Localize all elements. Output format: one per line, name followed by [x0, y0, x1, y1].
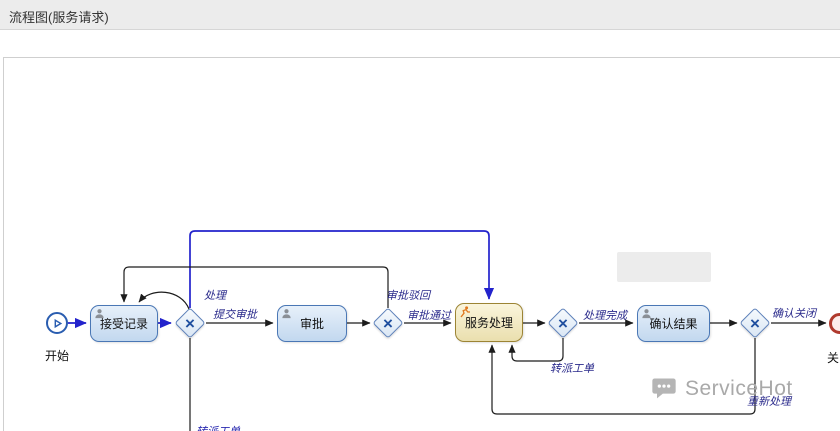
edge-approval-rejected: [120, 266, 389, 308]
task-service-processing[interactable]: 服务处理: [455, 303, 523, 342]
task-confirm-result[interactable]: 确认结果: [637, 305, 710, 342]
edge-gateway1-loop-accept: [138, 291, 190, 310]
diagram-canvas: 开始 关闭 接受记录 审批 服务处理 确认结果 × × × ×: [0, 57, 840, 431]
start-event[interactable]: [46, 312, 68, 334]
edge-label-approval-passed: 审批通过: [407, 310, 451, 322]
edges-layer: [68, 230, 827, 431]
start-event-label: 开始: [44, 349, 69, 363]
edge-label-transfer-ticket: 转派工单: [550, 363, 594, 375]
task-label: 接受记录: [99, 317, 148, 331]
user-icon: [281, 308, 292, 319]
canvas-border-top: [3, 57, 840, 58]
task-label: 服务处理: [464, 316, 513, 330]
task-approve[interactable]: 审批: [277, 305, 347, 342]
exclusive-gateway-icon: ×: [750, 313, 760, 333]
task-accept-record[interactable]: 接受记录: [90, 305, 158, 342]
end-event[interactable]: [829, 313, 840, 334]
exclusive-gateway-icon: ×: [383, 313, 393, 333]
edge-label-process-done: 处理完成: [583, 310, 627, 322]
exclusive-gateway-icon: ×: [185, 313, 195, 333]
edge-label-approval-rejected: 审批驳回: [386, 290, 430, 302]
watermark: ServiceHot: [650, 375, 793, 403]
task-label: 审批: [299, 317, 324, 331]
page-title: 流程图(服务请求): [9, 10, 109, 25]
edge-label-bottom-clipped: 转派工单: [196, 423, 240, 431]
edge-label-submit-approval: 提交审批: [213, 309, 257, 321]
runner-icon: [459, 306, 471, 318]
chat-bubble-icon: [652, 378, 676, 399]
edge-label-reprocess: 重新处理: [747, 396, 791, 408]
edge-gateway1-to-service: [189, 230, 495, 308]
exclusive-gateway-icon: ×: [558, 313, 568, 333]
play-icon: [54, 318, 62, 328]
user-icon: [641, 308, 652, 319]
edge-label-process: 处理: [204, 290, 226, 302]
edge-transfer-ticket: [508, 338, 564, 362]
page-header: 流程图(服务请求): [0, 0, 840, 30]
task-label: 确认结果: [649, 317, 698, 331]
canvas-border-left: [3, 57, 4, 431]
end-event-label: 关闭: [827, 351, 840, 365]
watermark-text: ServiceHot: [685, 377, 793, 400]
edge-reprocess: [488, 338, 756, 415]
faded-watermark-box: [617, 252, 711, 282]
edge-label-confirm-close: 确认关闭: [772, 308, 816, 320]
user-icon: [94, 308, 105, 319]
